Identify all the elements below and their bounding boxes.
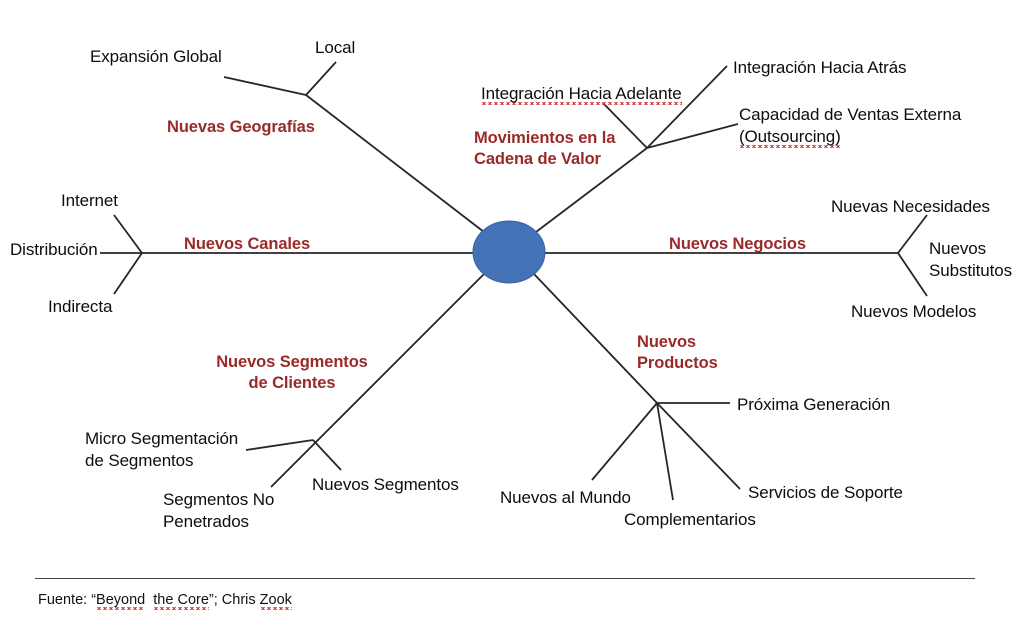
line-leaf-internet — [113, 214, 143, 254]
category-nuevos-canales: Nuevos Canales — [184, 235, 311, 253]
line-leaf-nuevos-al-mundo — [591, 402, 658, 481]
leaf-capacidad-ventas-externa: Capacidad de Ventas Externa — [739, 105, 962, 124]
category-nuevas-geografias: Nuevas Geografías — [167, 118, 315, 136]
line-leaf-complementarios — [656, 402, 674, 501]
leaf-micro-segmentacion-de-segmentos: Micro Segmentación de Segmentos — [85, 429, 239, 471]
category-nuevos-negocios: Nuevos Negocios — [669, 235, 806, 253]
footer-divider — [35, 578, 975, 579]
leaf-integracion-hacia-atras: Integración Hacia Atrás — [733, 58, 907, 77]
leaf-nuevos-modelos: Nuevos Modelos — [851, 302, 977, 321]
line-spine-nuevas-geografias — [305, 94, 485, 233]
line-leaf-servicios-soporte — [656, 402, 741, 490]
line-leaf-capacidad-ventas — [646, 123, 739, 149]
leaf-nuevas-necesidades: Nuevas Necesidades — [831, 197, 990, 216]
line-leaf-expansion-global — [223, 76, 307, 96]
citation-mid: ”; Chris — [208, 592, 260, 608]
citation-title-a: Beyond — [96, 592, 146, 608]
line-leaf-micro-segmentacion — [245, 439, 314, 451]
line-leaf-indirecta — [113, 252, 143, 295]
leaf-internet: Internet — [61, 191, 118, 210]
center-node[interactable] — [472, 220, 546, 284]
leaf-complementarios: Complementarios — [624, 510, 756, 529]
category-movimientos-cadena-de-valor: Movimientos en la Cadena de Valor — [474, 129, 616, 169]
leaf-distribucion: Distribución — [10, 240, 98, 259]
line-leaf-nuevos-segmentos — [312, 439, 342, 471]
citation-author-last: Zook — [259, 592, 292, 608]
category-nuevos-productos: Nuevos Productos — [637, 333, 718, 373]
line-leaf-local — [305, 61, 337, 96]
leaf-nuevos-al-mundo: Nuevos al Mundo — [500, 488, 631, 507]
leaf-nuevos-segmentos: Nuevos Segmentos — [312, 475, 459, 494]
leaf-expansion-global: Expansión Global — [90, 47, 222, 66]
leaf-local: Local — [315, 38, 356, 57]
leaf-indirecta: Indirecta — [48, 297, 113, 316]
leaf-integracion-hacia-adelante: Integración Hacia Adelante — [481, 84, 682, 103]
line-leaf-integracion-atras — [646, 65, 728, 149]
leaf-nuevos-substitutos: Nuevos Substitutos — [929, 239, 1013, 281]
leaf-outsourcing: (Outsourcing) — [739, 127, 841, 146]
leaf-proxima-generacion: Próxima Generación — [737, 395, 891, 414]
line-leaf-nuevas-necesidades — [897, 214, 928, 254]
citation-title-b: the Core — [153, 592, 209, 608]
citation-prefix: Fuente: “ — [38, 592, 97, 608]
leaf-servicios-de-soporte: Servicios de Soporte — [748, 483, 903, 502]
category-nuevos-segmentos-de-clientes: Nuevos Segmentos de Clientes — [216, 353, 368, 393]
source-citation: Fuente: “Beyond the Core”; Chris Zook — [38, 592, 292, 608]
line-leaf-nuevos-modelos — [897, 252, 928, 297]
leaf-segmentos-no-penetrados: Segmentos No Penetrados — [163, 490, 275, 532]
